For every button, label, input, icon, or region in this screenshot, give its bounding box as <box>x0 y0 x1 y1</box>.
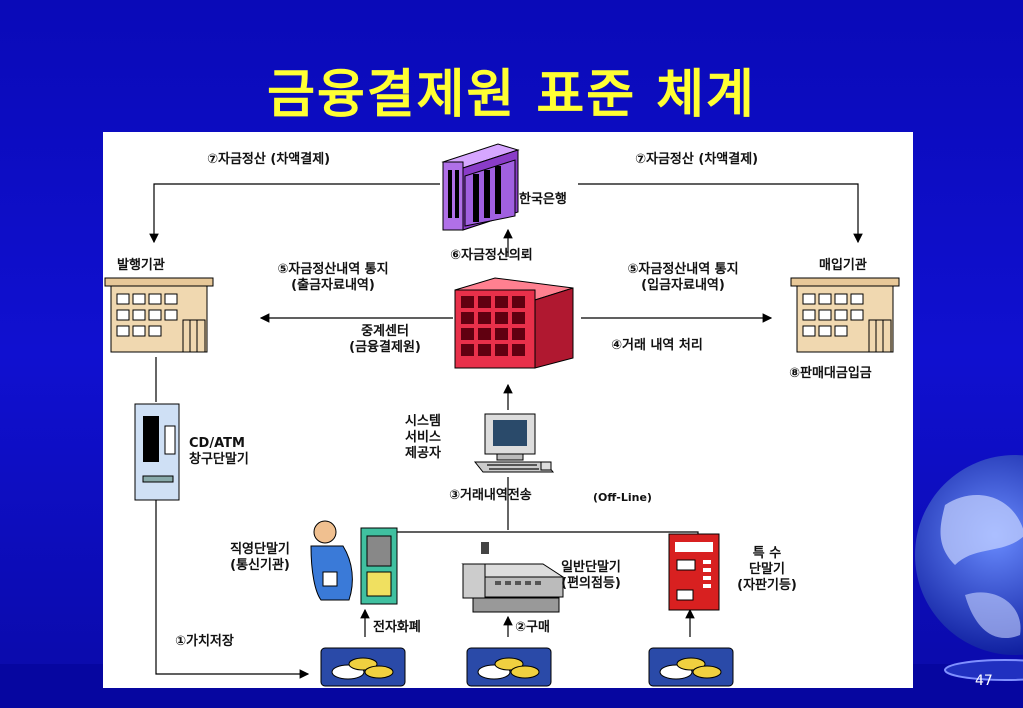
provider-line1: 시스템 <box>405 414 441 429</box>
direct-line2: (통신기관) <box>230 558 290 573</box>
offline-label: (Off-Line) <box>593 491 652 504</box>
issuer-building-icon <box>104 277 214 353</box>
provider-label: 시스템 서비스 제공자 <box>393 414 453 462</box>
slide-title: 금융결제원 표준 체계 <box>267 65 756 125</box>
central-bank-server-icon <box>441 143 520 231</box>
notice-right-label: ⑤자금정산내역 통지 (입금자료내역) <box>603 262 763 294</box>
relay-center-label: 중계센터 (금융결제원) <box>325 324 445 356</box>
relay-line1: 중계센터 <box>361 324 409 339</box>
provider-line2: 서비스 <box>405 430 441 445</box>
settle-left-label: ⑦자금정산 (차액결제) <box>207 152 331 167</box>
notice-left-line2: (출금자료내역) <box>291 278 375 293</box>
store-value-label: ①가치저장 <box>175 634 234 649</box>
provider-line3: 제공자 <box>405 446 441 461</box>
purchase-card-icon <box>466 647 552 687</box>
direct-line1: 직영단말기 <box>230 542 290 557</box>
special-terminal-label: 특 수 단말기 (자판기등) <box>725 546 809 594</box>
general-line1: 일반단말기 <box>561 560 621 575</box>
notice-left-label: ⑤자금정산내역 통지 (출금자료내역) <box>253 262 413 294</box>
process-label: ④거래 내역 처리 <box>611 338 703 353</box>
deposit-label: ⑧판매대금입금 <box>789 366 872 381</box>
special-line3: (자판기등) <box>737 578 797 593</box>
globe-icon <box>915 455 1023 681</box>
central-bank-label: 한국은행 <box>519 192 567 207</box>
general-line2: (편의점등) <box>561 576 621 591</box>
cash-register-icon <box>461 542 565 613</box>
vending-machine-icon <box>668 533 720 611</box>
issuer-label: 발행기관 <box>117 258 165 273</box>
special-card-icon <box>648 647 734 687</box>
transmit-label: ③거래내역전송 <box>449 488 532 503</box>
notice-left-line1: ⑤자금정산내역 통지 <box>277 262 389 277</box>
atm-line1: CD/ATM <box>189 436 245 451</box>
atm-label: CD/ATM 창구단말기 <box>189 436 249 468</box>
atm-terminal-icon <box>134 403 180 501</box>
general-terminal-label: 일반단말기 (편의점등) <box>549 560 633 592</box>
direct-terminal-icon <box>310 520 398 605</box>
direct-terminal-label: 직영단말기 (통신기관) <box>215 542 305 574</box>
special-line2: 단말기 <box>749 562 785 577</box>
request-label: ⑥자금정산의뢰 <box>450 248 533 263</box>
settle-right-label: ⑦자금정산 (차액결제) <box>635 152 759 167</box>
relay-center-icon <box>454 277 574 369</box>
special-line1: 특 수 <box>752 546 782 561</box>
notice-right-line2: (입금자료내역) <box>641 278 725 293</box>
diagram-connectors <box>104 143 900 687</box>
purchase-label: ②구매 <box>515 620 550 635</box>
acquirer-building-icon <box>790 277 900 353</box>
acquirer-label: 매입기관 <box>819 258 867 273</box>
emoney-card-icon <box>320 647 406 687</box>
emoney-label: 전자화폐 <box>373 620 421 635</box>
relay-line2: (금융결제원) <box>349 340 421 355</box>
page-number: 47 <box>975 673 993 689</box>
computer-icon <box>473 413 555 473</box>
notice-right-line1: ⑤자금정산내역 통지 <box>627 262 739 277</box>
atm-line2: 창구단말기 <box>189 452 249 467</box>
diagram-panel: ⑦자금정산 (차액결제) ⑦자금정산 (차액결제) 한국은행 발행기관 매입기관… <box>103 132 913 688</box>
